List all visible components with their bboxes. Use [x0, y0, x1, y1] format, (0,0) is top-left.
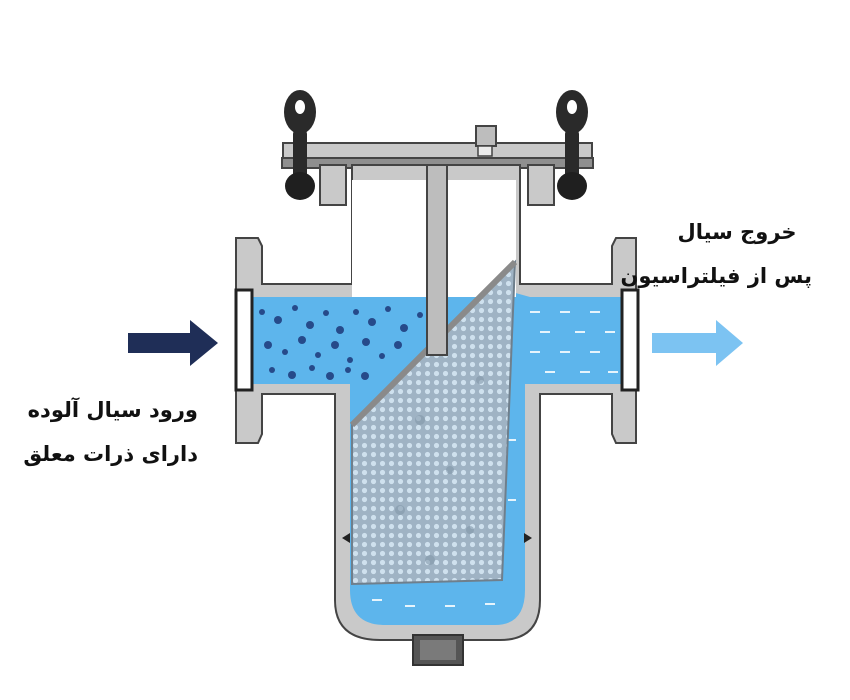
cover-flange [281, 125, 594, 206]
inlet-arrow-icon [128, 320, 218, 366]
center-rod [426, 164, 448, 356]
inlet-label-line2: دارای ذرات معلق [23, 442, 198, 466]
left-clamp-handle [284, 90, 316, 200]
suspended-particles [259, 305, 423, 380]
outlet-arrow-icon [652, 320, 743, 366]
outlet-label: خروج سیال پس از فیلتراسیون [620, 210, 812, 298]
outlet-label-line2: پس از فیلتراسیون [620, 264, 812, 288]
inlet-flange [234, 288, 254, 392]
inlet-label-line1: ورود سیال آلوده [27, 398, 198, 422]
inlet-label: ورود سیال آلوده دارای ذرات معلق [23, 388, 198, 476]
outlet-flange [620, 288, 640, 392]
outlet-label-line1: خروج سیال [677, 220, 797, 244]
right-clamp-handle [556, 90, 588, 200]
